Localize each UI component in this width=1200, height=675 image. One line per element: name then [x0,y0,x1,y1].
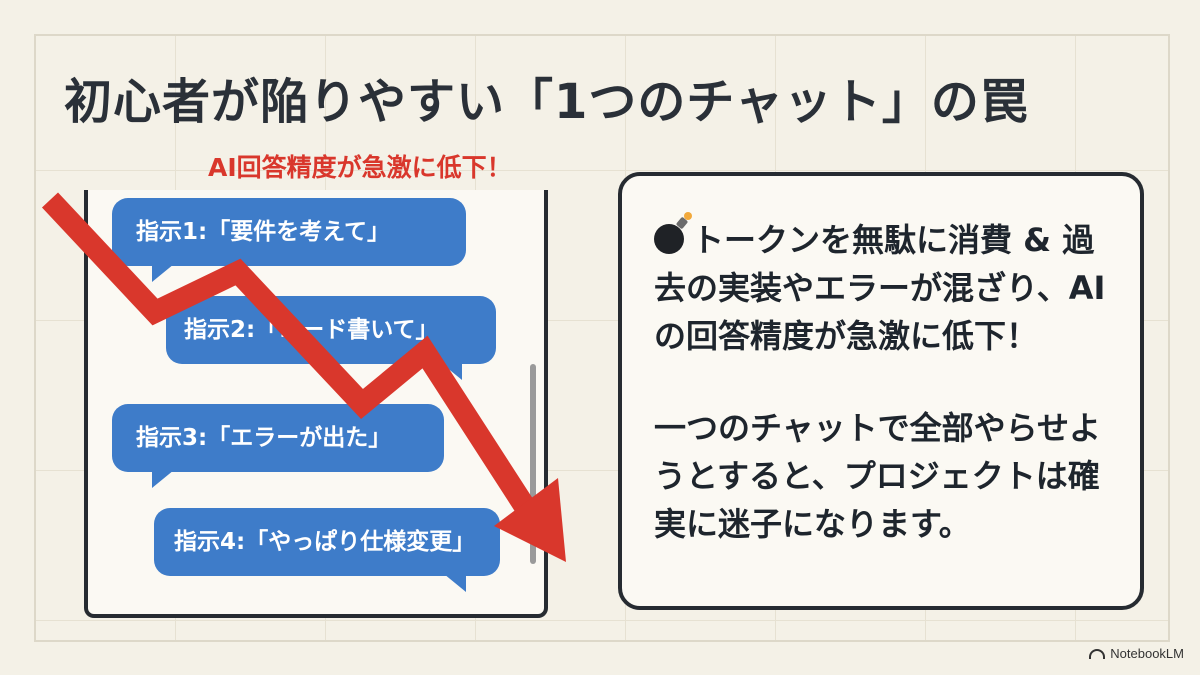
chat-window: 指示1:「要件を考えて」 指示2:「コード書いて」 指示3:「エラーが出た」 指… [84,190,548,618]
accuracy-drop-label: AI回答精度が急激に低下！ [208,153,512,182]
chat-scrollbar[interactable] [530,364,536,564]
slide-title: 初心者が陥りやすい「1つのチャット」の罠 [64,74,1029,130]
warning-text: トークンを無駄に消費 & 過去の実装やエラーが混ざり、AI の回答精度が急激に低… [654,212,1110,360]
notebooklm-brand: NotebookLM [1089,646,1184,661]
chat-bubble-4: 指示4:「やっぱり仕様変更」 [154,508,500,592]
warning-callout: トークンを無駄に消費 & 過去の実装やエラーが混ざり、AI の回答精度が急激に低… [618,172,1144,610]
bomb-icon [654,212,692,254]
brand-label: NotebookLM [1110,646,1184,661]
warning-text-body: トークンを無駄に消費 & 過去の実装やエラーが混ざり、AI の回答精度が急激に低… [654,221,1106,355]
chat-bubble-3: 指示3:「エラーが出た」 [112,404,444,488]
chat-bubble-2: 指示2:「コード書いて」 [166,296,496,380]
conclusion-text: 一つのチャットで全部やらせようとすると、プロジェクトは確実に迷子になります。 [654,409,1102,543]
notebooklm-logo-icon [1089,648,1106,659]
chat-bubble-1: 指示1:「要件を考えて」 [112,198,466,282]
